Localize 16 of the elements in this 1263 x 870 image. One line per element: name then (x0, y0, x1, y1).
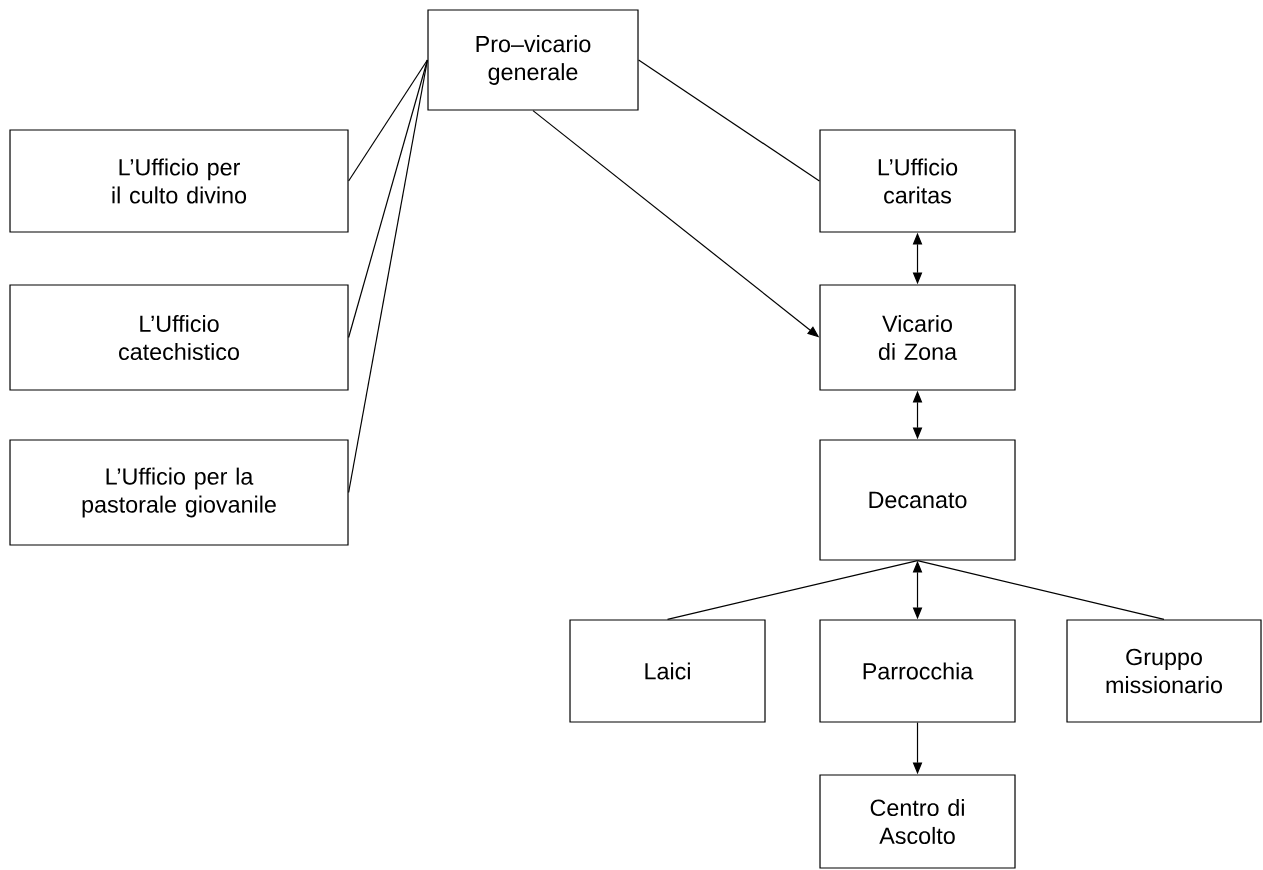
org-box: L’Ufficio catechistico (9, 284, 349, 391)
connector-line (348, 59, 428, 182)
org-box: Decanato (819, 439, 1016, 561)
org-box: Laici (569, 619, 766, 723)
org-box: Pro–vicario generale (427, 9, 639, 111)
connector-line (638, 59, 820, 182)
org-box: Centro di Ascolto (819, 774, 1016, 869)
connector-line (916, 560, 1165, 620)
org-box: Vicario di Zona (819, 284, 1016, 391)
org-box: L’Ufficio caritas (819, 129, 1016, 233)
connector-line (666, 560, 919, 620)
org-box: L’Ufficio per il culto divino (9, 129, 349, 233)
connector-line (348, 59, 428, 494)
org-box: L’Ufficio per la pastorale giovanile (9, 439, 349, 546)
org-box: Parrocchia (819, 619, 1016, 723)
org-box: Gruppo missionario (1066, 619, 1262, 723)
